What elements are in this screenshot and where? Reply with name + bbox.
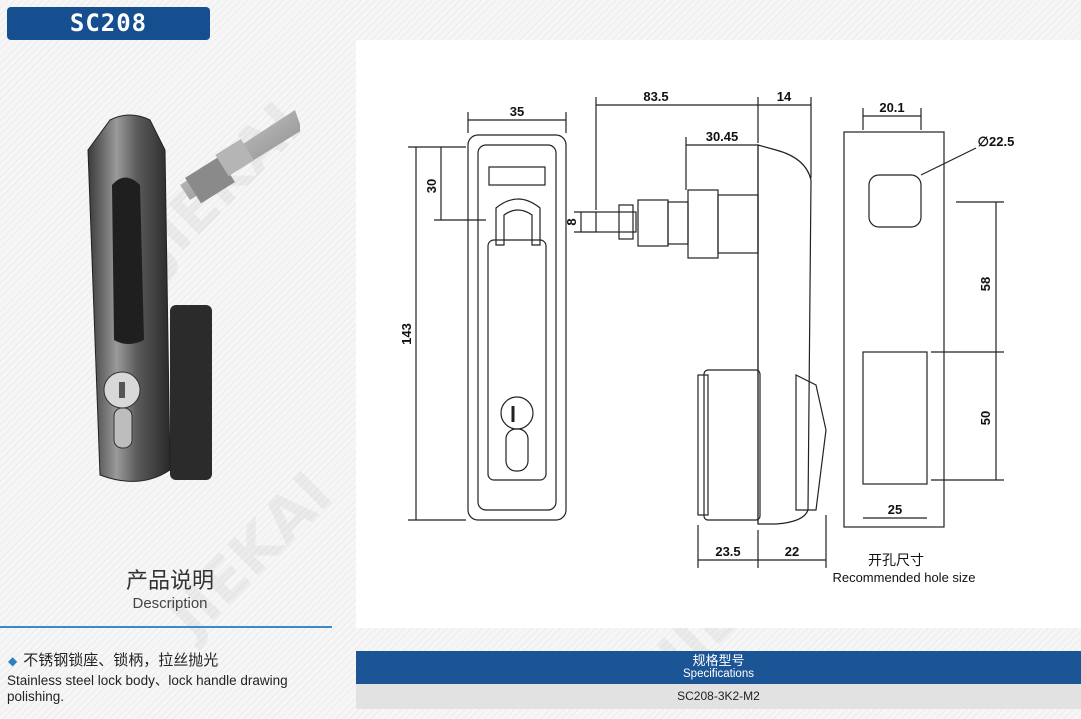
dim-hole-bottom-width: 25	[888, 502, 902, 517]
hole-caption-en: Recommended hole size	[832, 570, 975, 585]
specifications-header-cn: 规格型号	[692, 653, 745, 668]
dim-hole-spacing-lower: 50	[978, 411, 993, 425]
dim-side-stud-diameter: 8	[564, 218, 579, 225]
dim-side-bottom-left: 23.5	[715, 544, 740, 559]
dim-front-width: 35	[510, 104, 524, 119]
model-badge: SC208	[7, 7, 210, 40]
dim-side-stud-depth: 30.45	[706, 129, 739, 144]
description-title-en: Description	[132, 595, 208, 612]
feature-text-en: Stainless steel lock body、lock handle dr…	[7, 673, 288, 704]
feature-text-cn: 不锈钢锁座、锁柄，拉丝抛光	[23, 652, 219, 669]
technical-drawing: 35 30 143 83.5 14 30.45 8 23.5 22 20.1 ∅…	[399, 89, 1015, 585]
technical-drawing-panel: 35 30 143 83.5 14 30.45 8 23.5 22 20.1 ∅…	[356, 40, 1081, 628]
product-photo	[87, 110, 300, 482]
dim-hole-diameter: ∅22.5	[978, 134, 1015, 149]
specifications-header-en: Specifications	[683, 668, 754, 680]
hole-caption-cn: 开孔尺寸	[868, 553, 924, 569]
dim-side-body-depth: 14	[777, 89, 792, 104]
feature-item-cn: ◆ 不锈钢锁座、锁柄，拉丝抛光	[8, 649, 218, 670]
side-view-body	[757, 144, 812, 525]
dim-side-depth-total: 83.5	[643, 89, 668, 104]
dim-front-top-offset: 30	[424, 179, 439, 193]
front-view-outline	[467, 134, 567, 521]
hole-view-panel	[843, 131, 945, 528]
specifications-header: 规格型号 Specifications	[356, 651, 1081, 684]
dim-hole-spacing-upper: 58	[978, 277, 993, 291]
dim-side-bottom-right: 22	[785, 544, 799, 559]
dim-front-height: 143	[399, 323, 414, 345]
specifications-code: SC208-3K2-M2	[356, 684, 1081, 709]
description-title-cn: 产品说明	[125, 568, 214, 593]
description-divider	[0, 626, 332, 628]
diamond-bullet-icon: ◆	[8, 654, 18, 668]
dim-hole-top-width: 20.1	[879, 100, 904, 115]
